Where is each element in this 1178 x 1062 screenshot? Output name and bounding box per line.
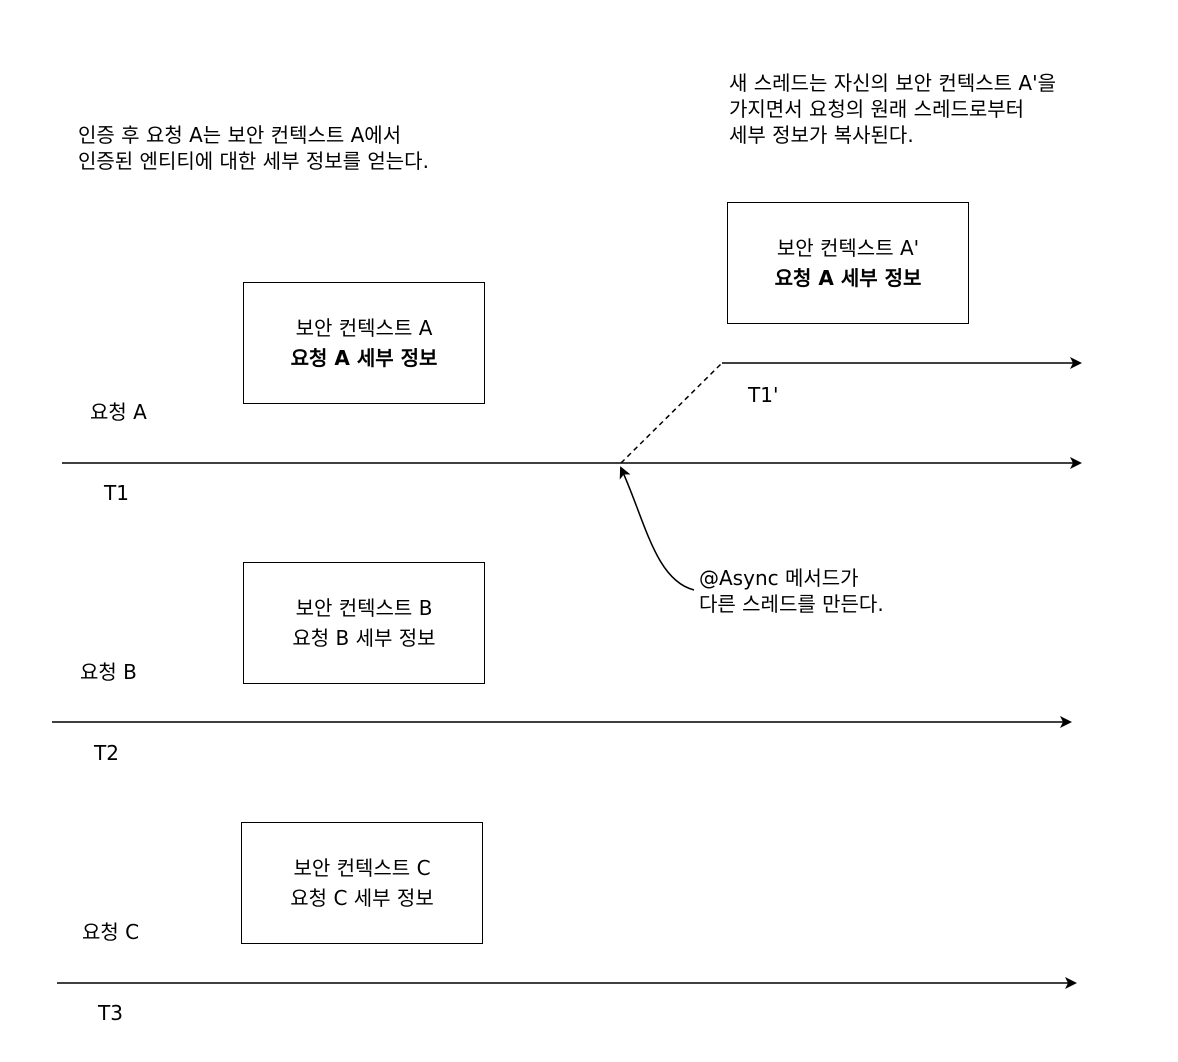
- security-context-a-prime-detail: 요청 A 세부 정보: [774, 266, 922, 290]
- thread-t1-label: T1: [104, 481, 129, 505]
- note-async-line-1: @Async 메서드가: [699, 566, 859, 590]
- request-c-label: 요청 C: [82, 920, 140, 944]
- security-context-a-box: 보안 컨텍스트 A 요청 A 세부 정보: [243, 282, 485, 404]
- security-context-b-box: 보안 컨텍스트 B 요청 B 세부 정보: [243, 562, 485, 684]
- request-b-label: 요청 B: [80, 660, 137, 684]
- thread-t1-prime-label: T1': [748, 383, 779, 407]
- fork-dashed-connector: [620, 362, 723, 464]
- security-context-a-prime-box: 보안 컨텍스트 A' 요청 A 세부 정보: [727, 202, 969, 324]
- note-async-line-2: 다른 스레드를 만든다.: [699, 592, 884, 616]
- thread-t2-label: T2: [94, 741, 119, 765]
- security-context-b-detail: 요청 B 세부 정보: [292, 626, 436, 650]
- note-new-thread-line-2: 가지면서 요청의 원래 스레드로부터: [729, 97, 1025, 121]
- note-async: @Async 메서드가 다른 스레드를 만든다.: [699, 565, 884, 617]
- note-new-thread-line-1: 새 스레드는 자신의 보안 컨텍스트 A'을: [729, 71, 1056, 95]
- security-context-a-detail: 요청 A 세부 정보: [290, 346, 438, 370]
- security-context-a-title: 보안 컨텍스트 A: [295, 316, 433, 340]
- security-context-c-detail: 요청 C 세부 정보: [290, 886, 434, 910]
- note-new-thread: 새 스레드는 자신의 보안 컨텍스트 A'을 가지면서 요청의 원래 스레드로부…: [729, 70, 1056, 148]
- security-context-b-title: 보안 컨텍스트 B: [295, 596, 433, 620]
- note-request-a-line-1: 인증 후 요청 A는 보안 컨텍스트 A에서: [78, 123, 402, 147]
- note-request-a: 인증 후 요청 A는 보안 컨텍스트 A에서 인증된 엔티티에 대한 세부 정보…: [78, 122, 429, 174]
- note-new-thread-line-3: 세부 정보가 복사된다.: [729, 123, 914, 147]
- thread-t3-label: T3: [98, 1001, 123, 1025]
- security-context-c-title: 보안 컨텍스트 C: [293, 856, 431, 880]
- async-pointer-arrow: [619, 466, 695, 591]
- request-a-label: 요청 A: [90, 400, 147, 424]
- note-request-a-line-2: 인증된 엔티티에 대한 세부 정보를 얻는다.: [78, 149, 429, 173]
- security-context-c-box: 보안 컨텍스트 C 요청 C 세부 정보: [241, 822, 483, 944]
- security-context-a-prime-title: 보안 컨텍스트 A': [776, 236, 920, 260]
